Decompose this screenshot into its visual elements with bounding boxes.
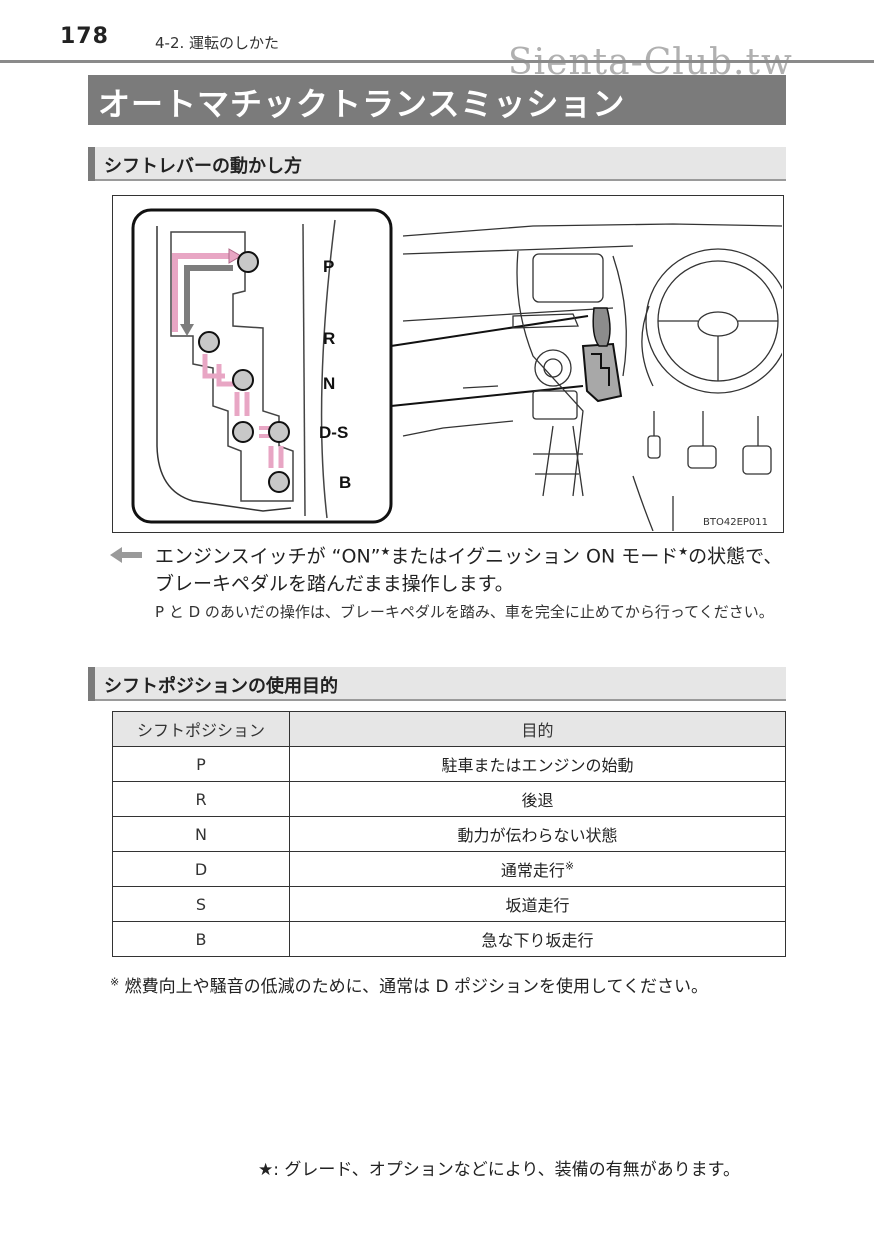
gate-slot — [170, 231, 294, 502]
footnote: ※ 燃費向上や騒音の低減のために、通常は D ポジションを使用してください。 — [110, 972, 708, 997]
knob-s — [268, 421, 290, 443]
arrow-head-icon — [228, 248, 242, 264]
heading-marker — [88, 147, 95, 181]
section-heading-text: シフトレバーの動かし方 — [104, 156, 302, 177]
gate-outline — [156, 226, 292, 512]
section-heading-text: シフトポジションの使用目的 — [104, 676, 338, 697]
knob-r — [198, 331, 220, 353]
column-header-purpose: 目的 — [289, 711, 786, 747]
star-legend: ★: グレード、オプションなどにより、装備の有無があります。 — [258, 1155, 740, 1180]
position-cell: B — [112, 921, 290, 957]
table-row: B 急な下り坂走行 — [112, 921, 786, 957]
operation-subnote: P と D のあいだの操作は、ブレーキペダルを踏み、車を完全に止めてから行ってく… — [155, 603, 774, 621]
footnote-mark: ※ — [564, 859, 575, 873]
position-cell: P — [112, 746, 290, 782]
page-number: 178 — [60, 24, 109, 49]
table-header-row: シフトポジション 目的 — [112, 711, 786, 747]
dashboard-gear-selector — [581, 342, 623, 403]
gate-label-ds: D-S — [319, 423, 348, 442]
table-row: N 動力が伝わらない状態 — [112, 816, 786, 852]
dashboard-gear-slot — [591, 353, 610, 386]
position-cell: R — [112, 781, 290, 817]
section-heading-shift-positions: シフトポジションの使用目的 — [88, 667, 786, 701]
shift-path-pink — [216, 364, 237, 387]
gate-label-b: B — [339, 473, 351, 492]
knob-p — [237, 251, 259, 273]
figure-code: BTO42EP011 — [703, 517, 768, 528]
footnote-text: 燃費向上や騒音の低減のために、通常は D ポジションを使用してください。 — [124, 977, 708, 997]
table-row: S 坂道走行 — [112, 886, 786, 922]
gate-divider — [302, 223, 306, 517]
left-arrow-icon — [110, 547, 142, 563]
purpose-cell: 動力が伝わらない状態 — [289, 816, 786, 852]
legend-text: : グレード、オプションなどにより、装備の有無があります。 — [273, 1160, 740, 1180]
shift-path-pink — [172, 253, 231, 332]
table-row: D 通常走行※ — [112, 851, 786, 887]
dashboard-shift-knob — [592, 307, 611, 347]
gate-divider — [320, 219, 336, 519]
purpose-cell: 通常走行※ — [289, 851, 786, 887]
column-header-position: シフトポジション — [112, 711, 290, 747]
heading-marker — [88, 667, 95, 701]
section-heading-shift-lever: シフトレバーの動かし方 — [88, 147, 786, 181]
star-mark: ★ — [678, 545, 689, 558]
purpose-cell: 坂道走行 — [289, 886, 786, 922]
title-bar — [88, 75, 786, 125]
position-cell: D — [112, 851, 290, 887]
shift-path-pink — [268, 446, 284, 468]
page-title: オートマチックトランスミッション — [98, 85, 626, 123]
note-text-3: の状態で、ブレーキペダルを踏んだまま操作します。 — [155, 545, 783, 596]
purpose-cell: 駐車またはエンジンの始動 — [289, 746, 786, 782]
callout-line — [390, 315, 589, 347]
shift-lever-figure: P R N D-S B — [112, 195, 791, 533]
knob-d — [232, 421, 254, 443]
note-text-1: エンジンスイッチが “ON” — [155, 545, 381, 568]
knob-n — [232, 369, 254, 391]
shift-path-pink — [234, 392, 250, 416]
star-mark: ★ — [258, 1160, 274, 1180]
shift-path-gray — [184, 265, 233, 326]
shift-gate-illustration: P R N D-S B — [131, 208, 791, 532]
arrow-head-icon — [180, 324, 194, 336]
table-row: P 駐車またはエンジンの始動 — [112, 746, 786, 782]
gate-label-n: N — [323, 374, 335, 393]
callout-line — [390, 385, 584, 407]
header-rule — [0, 60, 874, 63]
star-mark: ★ — [380, 545, 391, 558]
section-label: 4-2. 運転のしかた — [155, 34, 280, 52]
gate-panel — [131, 208, 393, 524]
gate-label-p: P — [323, 257, 334, 276]
footnote-mark: ※ — [110, 975, 120, 989]
shift-position-table: シフトポジション 目的 P 駐車またはエンジンの始動 R 後退 N 動力が伝わら… — [112, 711, 786, 957]
purpose-cell: 急な下り坂走行 — [289, 921, 786, 957]
table-row: R 後退 — [112, 781, 786, 817]
operation-note: エンジンスイッチが “ON”★またはイグニッション ON モード★の状態で、ブレ… — [155, 538, 795, 598]
purpose-cell: 後退 — [289, 781, 786, 817]
knob-b — [268, 471, 290, 493]
position-cell: N — [112, 816, 290, 852]
note-text-2: またはイグニッション ON モード — [390, 545, 679, 568]
position-cell: S — [112, 886, 290, 922]
gate-label-r: R — [323, 329, 335, 348]
